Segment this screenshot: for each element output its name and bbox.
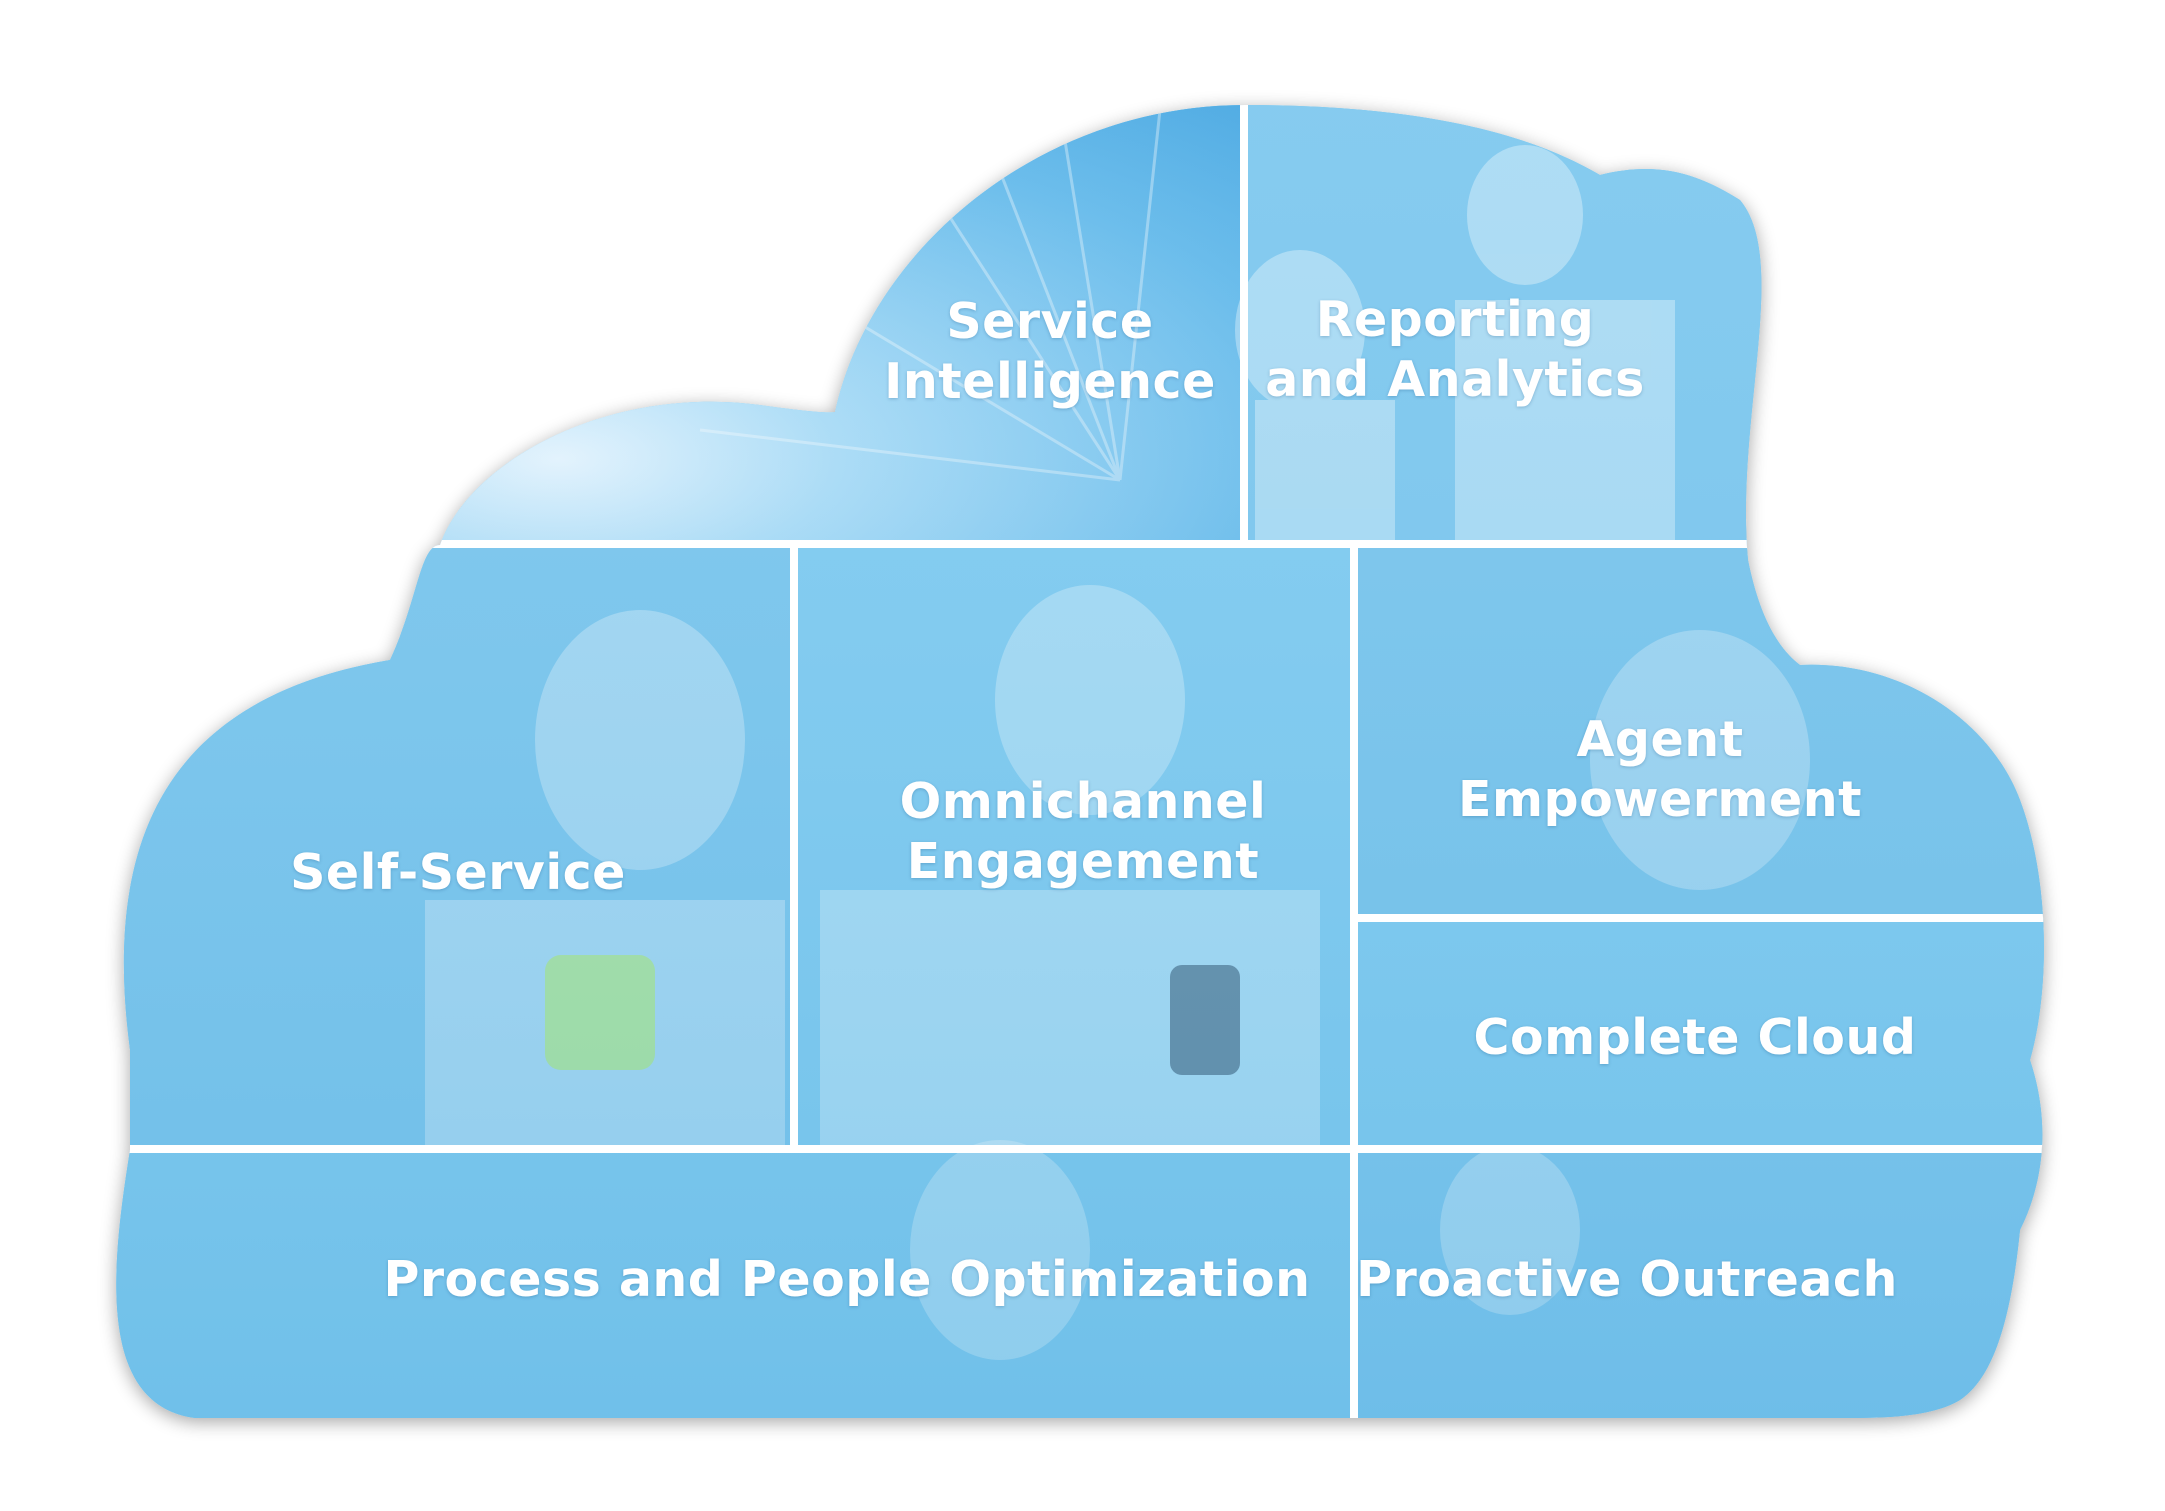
tile-label-line: Agent [1576, 711, 1744, 768]
tile-label-line: Complete Cloud [1473, 1009, 1917, 1066]
tile-omnichannel-engagement[interactable]: Omnichannel Engagement [900, 772, 1267, 892]
tile-label-line: Empowerment [1457, 771, 1863, 828]
tile-label-line: Reporting [1315, 291, 1595, 348]
tile-agent-empowerment[interactable]: Agent Empowerment [1458, 710, 1862, 830]
tile-label-line: Service [946, 293, 1154, 350]
tile-label-line: Omnichannel [899, 773, 1267, 830]
tile-reporting-and-analytics[interactable]: Reporting and Analytics [1265, 290, 1645, 410]
tile-process-and-people-optimization[interactable]: Process and People Optimization [383, 1250, 1310, 1310]
tile-service-intelligence[interactable]: Service Intelligence [884, 292, 1216, 412]
tile-complete-cloud[interactable]: Complete Cloud [1474, 1008, 1917, 1068]
tile-self-service[interactable]: Self-Service [290, 843, 626, 903]
tile-label-line: Self-Service [290, 844, 626, 901]
tile-label-line: Engagement [906, 833, 1260, 890]
tile-label-line: Proactive Outreach [1356, 1251, 1898, 1308]
tile-label-line: Process and People Optimization [383, 1251, 1311, 1308]
tile-label-line: Intelligence [884, 353, 1216, 410]
tile-label-line: and Analytics [1265, 351, 1645, 408]
tile-proactive-outreach[interactable]: Proactive Outreach [1356, 1250, 1898, 1310]
